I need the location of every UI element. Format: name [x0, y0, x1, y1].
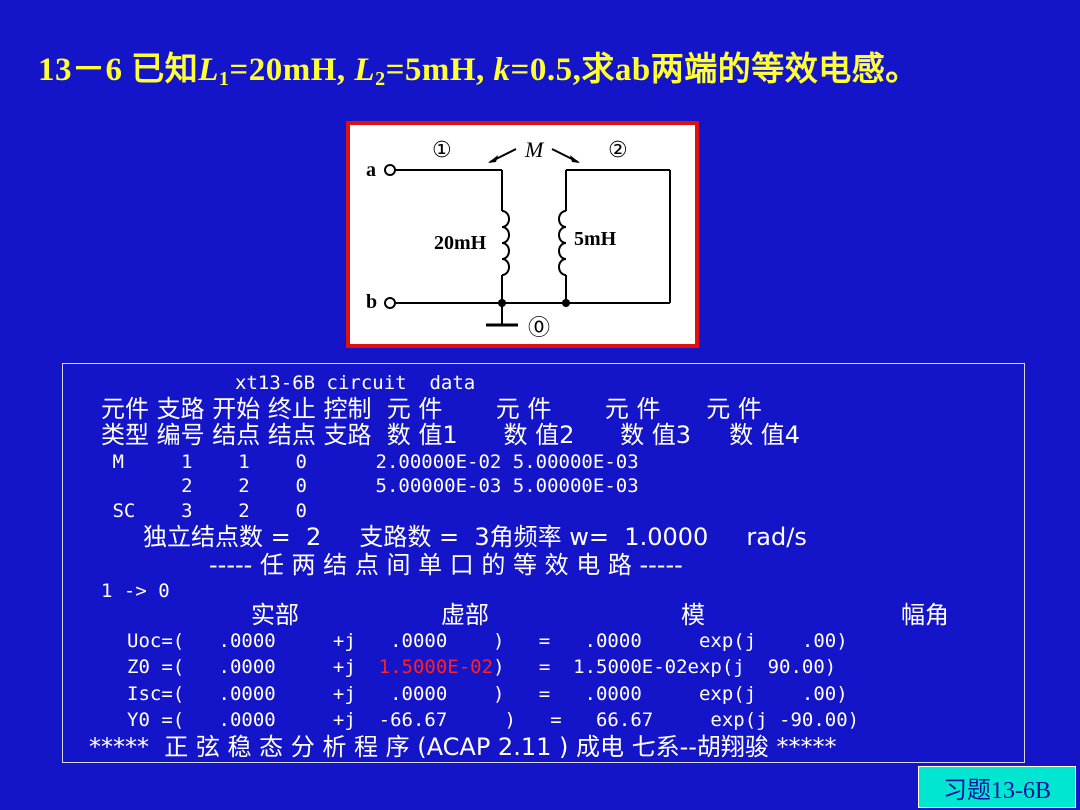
col-mag: 模: [681, 601, 705, 629]
coil-right: [558, 210, 567, 276]
label-l1: 20mH: [434, 232, 487, 254]
data-row-sc: SC 3 2 0: [101, 500, 307, 522]
mutual-label: M: [524, 137, 545, 162]
terminal-b: [384, 297, 396, 309]
terminal-a: [384, 164, 396, 176]
l2-subscript: 2: [375, 68, 386, 90]
column-header-row1: 元件 支路 开始 终止 控制 元 件 元 件 元 件 元 件: [101, 395, 762, 423]
section-title: ----- 任 两 结 点 间 单 口 的 等 效 电 路 -----: [209, 551, 683, 579]
problem-title: 13－6 已知L1=20mH, L2=5mH, k=0.5,求ab两端的等效电感…: [38, 42, 919, 91]
label-l2: 5mH: [574, 228, 617, 250]
result-isc: Isc=( .0000 +j .0000 ) = .0000 exp(j .00…: [127, 683, 848, 705]
junction-left: [498, 299, 506, 307]
data-row-m1: M 1 1 0 2.00000E-02 5.00000E-03: [101, 451, 639, 473]
node-1-label: ①: [432, 138, 452, 163]
data-row-m2: 2 2 0 5.00000E-03 5.00000E-03: [101, 475, 639, 497]
col-real: 实部: [251, 601, 299, 629]
acap-output-panel: xt13-6B circuit data 元件 支路 开始 终止 控制 元 件 …: [62, 363, 1025, 763]
l1-symbol: L: [198, 52, 219, 88]
coil-left: [501, 210, 510, 276]
result-uoc: Uoc=( .0000 +j .0000 ) = .0000 exp(j .00…: [127, 630, 848, 652]
exercise-badge[interactable]: 习题13-6B: [918, 766, 1076, 808]
stats-line: 独立结点数 = 2 支路数 = 3角频率 w= 1.0000 rad/s: [143, 523, 807, 551]
program-footer: ***** 正 弦 稳 态 分 析 程 序 (ACAP 2.11 ) 成电 七系…: [89, 733, 837, 761]
output-header: xt13-6B circuit data: [235, 372, 476, 394]
port-line: 1 -> 0: [101, 580, 170, 602]
z0-prefix: Z0 =( .0000 +j: [127, 656, 379, 678]
junction-right: [562, 299, 570, 307]
z0-suffix: ) = 1.5000E-02exp(j 90.00): [493, 656, 837, 678]
arrowhead-left: [488, 155, 498, 163]
l2-value: =5mH,: [385, 52, 494, 88]
k-value: =0.5,求ab两端的等效电感。: [510, 52, 919, 88]
col-imag: 虚部: [441, 601, 489, 629]
z0-highlight-value: 1.5000E-02: [378, 656, 494, 678]
result-z0: Z0 =( .0000 +j 1.5000E-02) = 1.5000E-02e…: [127, 656, 836, 678]
circuit-figure: a b 20mH 5mH ① ② ⓪ M: [346, 121, 699, 348]
col-angle: 幅角: [901, 601, 949, 629]
node-0-label: ⓪: [528, 316, 550, 341]
l1-subscript: 1: [218, 68, 230, 90]
label-a: a: [366, 159, 376, 181]
l1-value: =20mH,: [229, 52, 355, 88]
arrowhead-right: [570, 155, 580, 163]
column-header-row2: 类型 编号 结点 结点 支路 数 值1 数 值2 数 值3 数 值4: [101, 421, 801, 449]
circuit-diagram: a b 20mH 5mH ① ② ⓪ M: [366, 137, 671, 341]
k-symbol: k: [493, 52, 511, 88]
node-2-label: ②: [608, 138, 628, 163]
l2-symbol: L: [354, 52, 376, 88]
label-b: b: [366, 291, 377, 313]
result-y0: Y0 =( .0000 +j -66.67 ) = 66.67 exp(j -9…: [127, 709, 860, 731]
title-prefix: 13－6 已知: [38, 52, 199, 88]
